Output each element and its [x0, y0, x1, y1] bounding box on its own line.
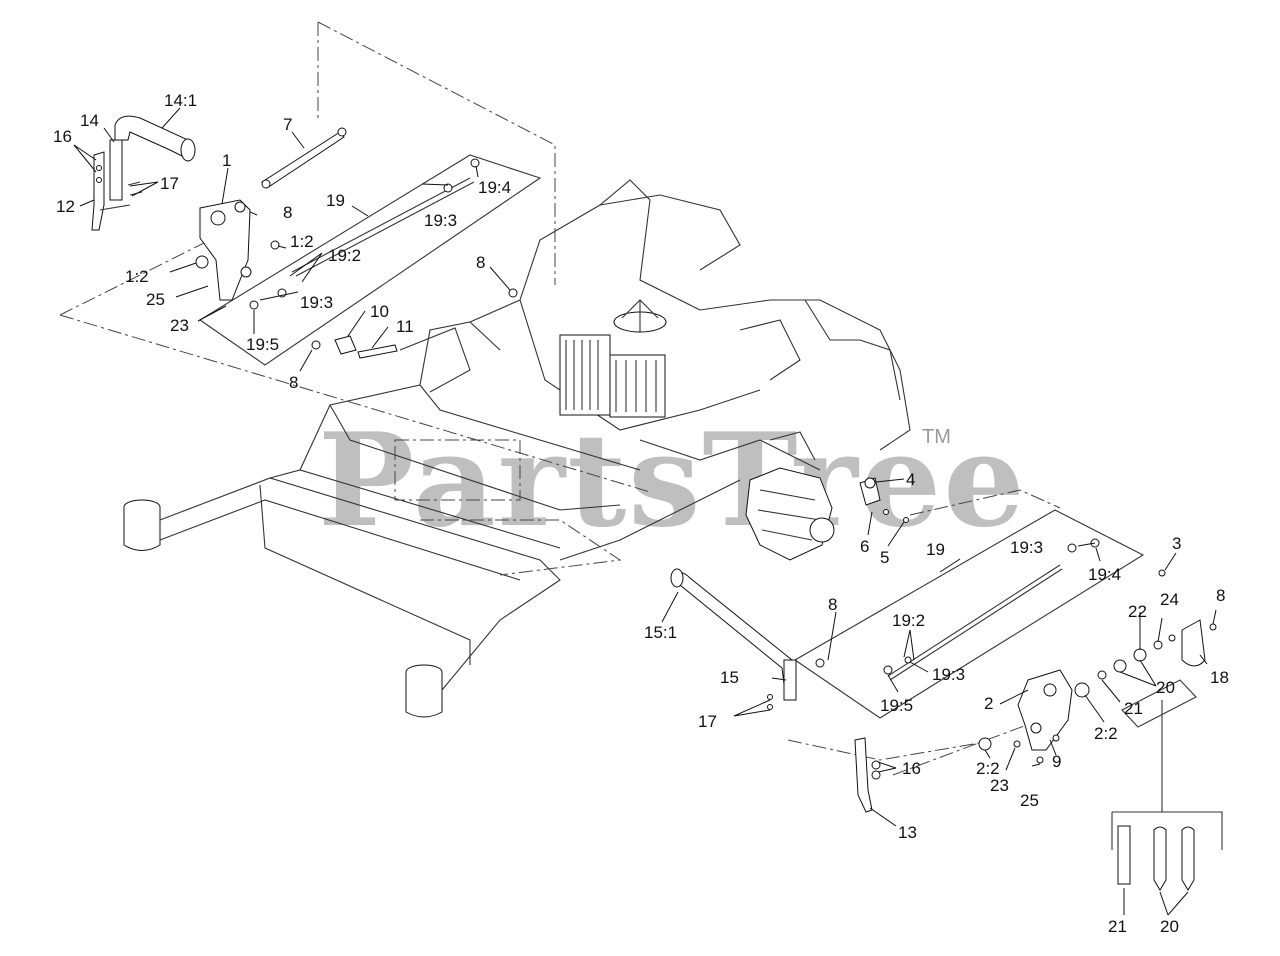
mower-frame	[123, 179, 911, 718]
watermark-trademark: TM	[922, 426, 951, 448]
callout-1: 1	[222, 151, 231, 170]
leader-lines	[73, 107, 1217, 827]
callout-labels: 14:1 14 16 17 12 1 7 8 1:2 1:2 25 23 19 …	[53, 91, 1229, 936]
watermark-text: PartsTree	[318, 406, 1027, 556]
callout-8: 8	[283, 203, 292, 222]
callout-2: 2	[984, 694, 993, 713]
callout-23: 23	[990, 776, 1009, 795]
callout-21: 21	[1124, 699, 1143, 718]
callout-25: 25	[146, 290, 165, 309]
callout-19: 19	[926, 540, 945, 559]
callout-1-2: 1:2	[125, 267, 149, 286]
callout-2-2: 2:2	[976, 759, 1000, 778]
callout-14: 14	[80, 111, 99, 130]
callout-19-2: 19:2	[892, 611, 925, 630]
callout-21: 21	[1108, 917, 1127, 936]
callout-5: 5	[880, 548, 889, 567]
callout-19-5: 19:5	[880, 696, 913, 715]
callout-19-4: 19:4	[478, 178, 511, 197]
callout-8: 8	[289, 373, 298, 392]
callout-4: 4	[906, 470, 915, 489]
callout-20: 20	[1160, 917, 1179, 936]
callout-19-5: 19:5	[246, 335, 279, 354]
right-control-assembly	[670, 477, 1223, 891]
callout-13: 13	[898, 823, 917, 842]
assembly-guides	[59, 21, 1061, 776]
callout-8: 8	[476, 253, 485, 272]
callout-18: 18	[1210, 668, 1229, 687]
callout-12: 12	[56, 197, 75, 216]
callout-16: 16	[53, 127, 72, 146]
callout-16: 16	[902, 759, 921, 778]
callout-25: 25	[1020, 791, 1039, 810]
callout-17: 17	[160, 174, 179, 193]
callout-10: 10	[370, 302, 389, 321]
callout-7: 7	[283, 115, 292, 134]
callout-23: 23	[170, 316, 189, 335]
callout-6: 6	[860, 537, 869, 556]
callout-19-3: 19:3	[300, 293, 333, 312]
callout-1-2: 1:2	[290, 232, 314, 251]
callout-19-4: 19:4	[1088, 565, 1121, 584]
callout-15-1: 15:1	[644, 623, 677, 642]
callout-8: 8	[1216, 586, 1225, 605]
callout-24: 24	[1160, 590, 1179, 609]
callout-3: 3	[1172, 534, 1181, 553]
callout-2-2: 2:2	[1094, 724, 1118, 743]
callout-8: 8	[828, 595, 837, 614]
callout-19-3: 19:3	[424, 211, 457, 230]
callout-15: 15	[720, 668, 739, 687]
callout-22: 22	[1128, 602, 1147, 621]
callout-19-3: 19:3	[932, 665, 965, 684]
left-control-assembly	[91, 115, 542, 366]
callout-14-1: 14:1	[164, 91, 197, 110]
callout-19: 19	[326, 191, 345, 210]
callout-19-2: 19:2	[328, 246, 361, 265]
callout-9: 9	[1052, 752, 1061, 771]
callout-11: 11	[396, 317, 414, 336]
callout-19-3: 19:3	[1010, 538, 1043, 557]
callout-17: 17	[698, 712, 717, 731]
callout-20: 20	[1156, 678, 1175, 697]
